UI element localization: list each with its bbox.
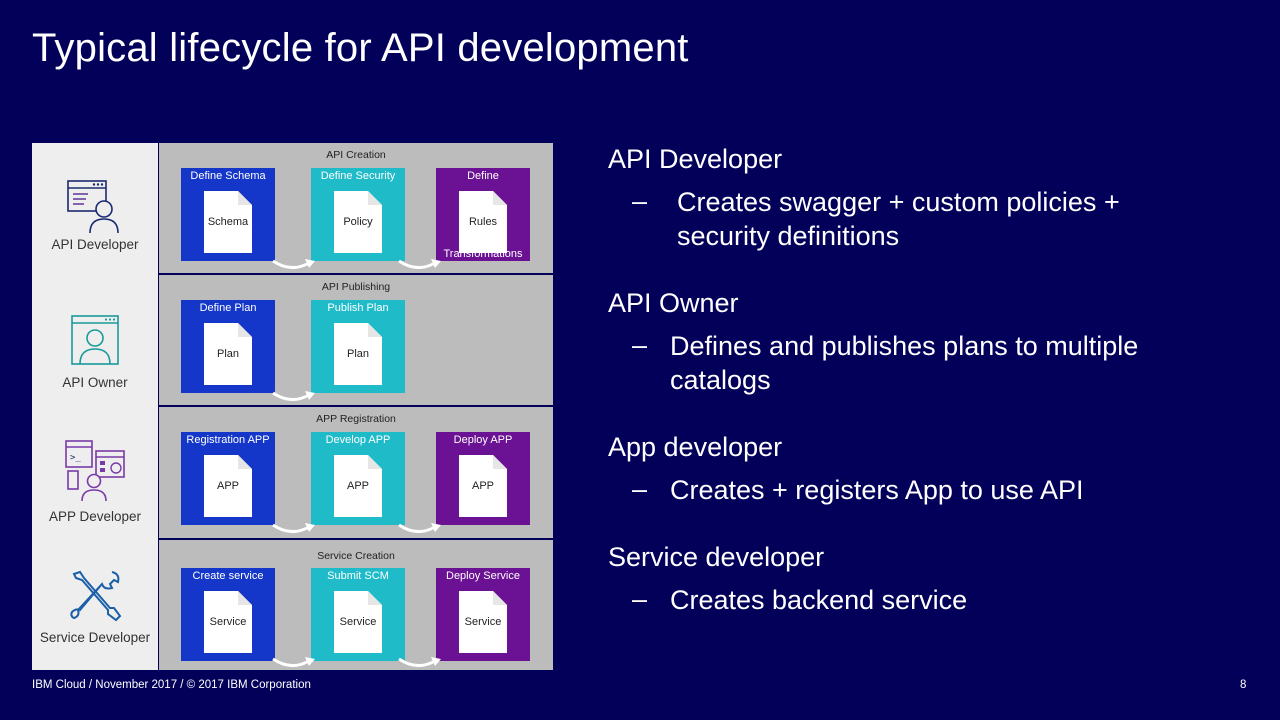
svg-text:>_: >_ bbox=[70, 453, 81, 463]
role-service-developer: Service Developer bbox=[32, 568, 158, 645]
owner-icon bbox=[71, 315, 119, 365]
step-label: Deploy APP bbox=[453, 434, 513, 446]
document-icon bbox=[459, 191, 507, 253]
document-icon bbox=[459, 455, 507, 517]
bullet-dash: – bbox=[632, 330, 648, 360]
step-box: Define Security Policy bbox=[311, 168, 405, 261]
role-api-developer: API Developer bbox=[32, 175, 158, 252]
step-sublabel: Transformations bbox=[443, 248, 523, 260]
step-label: Registration APP bbox=[186, 434, 270, 446]
description-role: API Owner bbox=[608, 288, 739, 318]
lane-title: API Creation bbox=[326, 149, 386, 161]
flow-arrow-icon bbox=[272, 657, 315, 667]
role-label: APP Developer bbox=[48, 509, 142, 524]
lane-api-publishing: API Publishing Define Plan Plan Publish … bbox=[159, 275, 553, 405]
document-icon bbox=[334, 323, 382, 385]
lane-title: Service Creation bbox=[317, 550, 395, 562]
lanes-area: API Creation Define Schema Schema Define… bbox=[159, 143, 553, 670]
footer-text: IBM Cloud / November 2017 / © 2017 IBM C… bbox=[32, 679, 311, 691]
document-label: Policy bbox=[343, 216, 373, 228]
document-icon bbox=[334, 591, 382, 653]
document-label: APP bbox=[216, 480, 239, 492]
step-box: Submit SCM Service bbox=[311, 568, 405, 661]
step-box: Define Schema Schema bbox=[181, 168, 275, 261]
step-box: Define Plan Plan bbox=[181, 300, 275, 393]
step-label: Define bbox=[467, 170, 499, 182]
flow-arrow-icon bbox=[398, 259, 441, 269]
document-label: Rules bbox=[468, 216, 498, 228]
lane-title: APP Registration bbox=[316, 413, 396, 425]
document-icon bbox=[459, 591, 507, 653]
description-role: App developer bbox=[608, 432, 783, 462]
flow-arrow-icon bbox=[398, 657, 441, 667]
role-label: API Owner bbox=[62, 375, 128, 390]
document-icon bbox=[204, 323, 252, 385]
document-icon bbox=[204, 455, 252, 517]
description-bullet: Creates backend service bbox=[670, 585, 968, 615]
lane-app-registration: APP Registration Registration APP APP De… bbox=[159, 407, 553, 538]
role-label: Service Developer bbox=[39, 630, 151, 645]
step-label: Define Schema bbox=[190, 170, 266, 182]
document-label: Plan bbox=[346, 348, 370, 360]
lifecycle-diagram: API Developer API Owner >_ bbox=[32, 143, 553, 670]
app-developer-icon: >_ bbox=[65, 440, 125, 502]
step-label: Define Plan bbox=[199, 302, 257, 314]
flow-arrow-icon bbox=[398, 523, 441, 533]
lane-service-creation: Service Creation Create service Service … bbox=[159, 540, 553, 670]
document-icon bbox=[204, 591, 252, 653]
step-box: Deploy APP APP bbox=[436, 432, 530, 525]
tools-icon bbox=[70, 570, 122, 622]
document-icon bbox=[334, 455, 382, 517]
lane-api-creation: API Creation Define Schema Schema Define… bbox=[159, 143, 553, 273]
developer-icon bbox=[67, 180, 119, 234]
step-label: Submit SCM bbox=[327, 570, 389, 582]
document-label: Schema bbox=[207, 216, 249, 228]
description-role: API Developer bbox=[608, 144, 783, 174]
flow-arrow-icon bbox=[272, 391, 315, 401]
step-box: Define Rules Transformations bbox=[436, 168, 530, 261]
roles-column: API Developer API Owner >_ bbox=[32, 143, 158, 670]
flow-arrow-icon bbox=[272, 259, 315, 269]
step-label: Define Security bbox=[320, 170, 396, 182]
flow-arrow-icon bbox=[272, 523, 315, 533]
step-box: Publish Plan Plan bbox=[311, 300, 405, 393]
bullet-dash: – bbox=[632, 474, 648, 504]
step-box: Registration APP APP bbox=[181, 432, 275, 525]
page-number: 8 bbox=[1240, 679, 1247, 691]
description-bullet: Defines and publishes plans to multiple … bbox=[670, 331, 1139, 395]
role-app-developer: >_ APP Developer bbox=[32, 439, 158, 524]
step-label: Deploy Service bbox=[446, 570, 520, 582]
document-label: APP bbox=[346, 480, 369, 492]
document-icon bbox=[334, 191, 382, 253]
description-bullet: Creates swagger + custom policies + secu… bbox=[677, 187, 1120, 251]
step-box: Create service Service bbox=[181, 568, 275, 661]
document-label: Service bbox=[464, 616, 502, 628]
lane-title: API Publishing bbox=[321, 281, 391, 293]
document-label: Plan bbox=[216, 348, 240, 360]
document-icon bbox=[204, 191, 252, 253]
document-label: APP bbox=[471, 480, 494, 492]
role-label: API Developer bbox=[51, 237, 139, 252]
step-box: Deploy Service Service bbox=[436, 568, 530, 661]
step-box: Develop APP APP bbox=[311, 432, 405, 525]
bullet-dash: – bbox=[632, 186, 648, 216]
description-role: Service developer bbox=[608, 542, 825, 572]
slide-title: Typical lifecycle for API development bbox=[32, 26, 689, 70]
step-label: Develop APP bbox=[325, 434, 391, 446]
document-label: Service bbox=[339, 616, 377, 628]
bullet-dash: – bbox=[632, 584, 648, 614]
description-bullet: Creates + registers App to use API bbox=[670, 475, 1084, 505]
role-api-owner: API Owner bbox=[32, 313, 158, 390]
document-label: Service bbox=[209, 616, 247, 628]
step-label: Create service bbox=[192, 570, 264, 582]
step-label: Publish Plan bbox=[327, 302, 389, 314]
